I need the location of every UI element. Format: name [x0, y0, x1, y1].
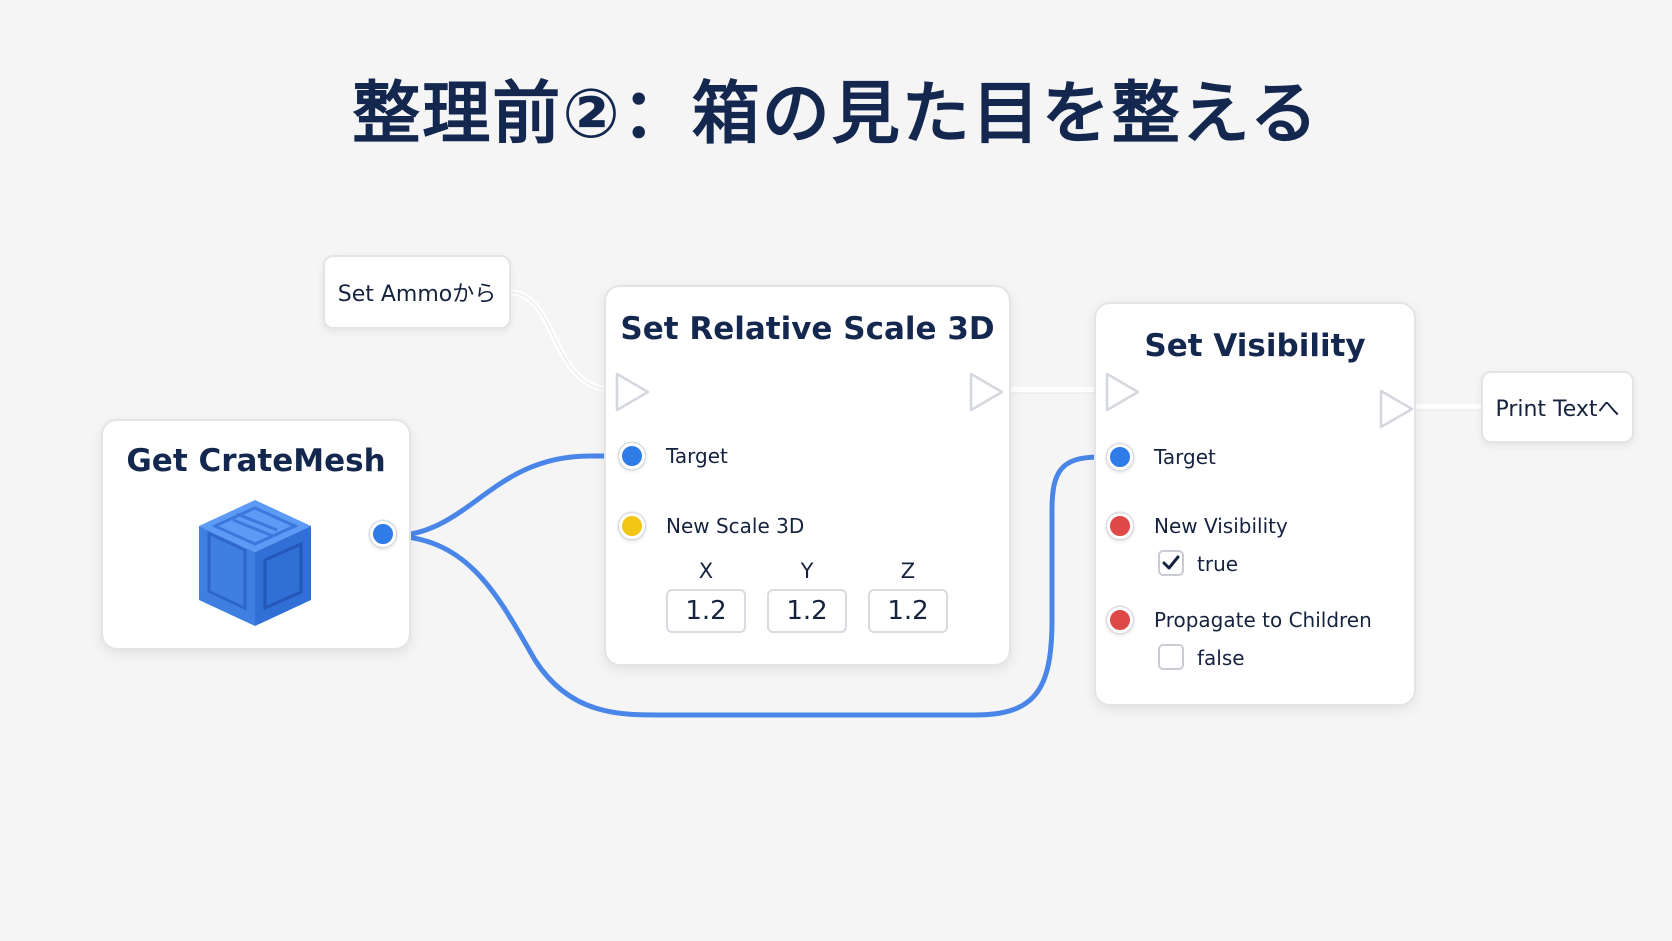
to-print-text-tag[interactable]: Print Textへ — [1481, 371, 1634, 443]
from-set-ammo-label: Set Ammoから — [337, 282, 497, 307]
scale-target-pin[interactable] — [619, 443, 645, 469]
new-visibility-value: true — [1197, 552, 1239, 576]
axis-z-label: Z — [900, 559, 916, 583]
scale-target-label: Target — [666, 444, 728, 468]
set-visibility-title: Set Visibility — [1144, 328, 1366, 364]
visibility-exec-out-pin[interactable] — [1378, 388, 1416, 430]
object-wire-to-scale-target — [389, 453, 620, 539]
new-visibility-label: New Visibility — [1154, 514, 1288, 538]
set-visibility-node[interactable]: Set Visibility Target New Visibility tru… — [1094, 302, 1416, 706]
checkmark-icon — [1162, 555, 1180, 570]
to-print-text-label: Print Textへ — [1495, 397, 1620, 422]
crate-cube-icon — [199, 500, 311, 626]
axis-x-label: X — [698, 559, 714, 583]
axis-y-label: Y — [800, 559, 814, 583]
visibility-target-pin[interactable] — [1107, 444, 1133, 470]
from-set-ammo-tag[interactable]: Set Ammoから — [323, 255, 511, 329]
scale-y-input[interactable]: 1.2 — [767, 589, 847, 633]
cratemesh-output-pin[interactable] — [370, 521, 396, 547]
scale-x-input[interactable]: 1.2 — [666, 589, 746, 633]
get-cratemesh-title: Get CrateMesh — [126, 443, 386, 479]
new-scale-label: New Scale 3D — [666, 514, 805, 538]
propagate-label: Propagate to Children — [1154, 608, 1372, 632]
get-cratemesh-node[interactable]: Get CrateMesh — [101, 419, 411, 650]
new-visibility-checkbox[interactable] — [1158, 550, 1184, 576]
set-relative-scale-node[interactable]: Set Relative Scale 3D Target New Scale 3… — [604, 285, 1011, 666]
scale-exec-in-pin[interactable] — [614, 371, 652, 413]
page-title: 整理前②：箱の見た目を整える — [352, 75, 1320, 154]
propagate-checkbox[interactable] — [1158, 644, 1184, 670]
new-visibility-pin[interactable] — [1107, 513, 1133, 539]
exec-wire-from-set-ammo — [507, 289, 616, 393]
object-wire-to-visibility-target — [389, 454, 1101, 718]
propagate-pin[interactable] — [1107, 607, 1133, 633]
exec-wire-from-set-ammo-edge — [507, 291, 616, 391]
scale-exec-out-pin[interactable] — [968, 371, 1006, 413]
visibility-target-label: Target — [1154, 445, 1216, 469]
new-scale-pin[interactable] — [619, 513, 645, 539]
visibility-exec-in-pin[interactable] — [1104, 371, 1142, 413]
propagate-value: false — [1197, 646, 1245, 670]
set-relative-scale-title: Set Relative Scale 3D — [620, 311, 995, 347]
scale-z-input[interactable]: 1.2 — [868, 589, 948, 633]
